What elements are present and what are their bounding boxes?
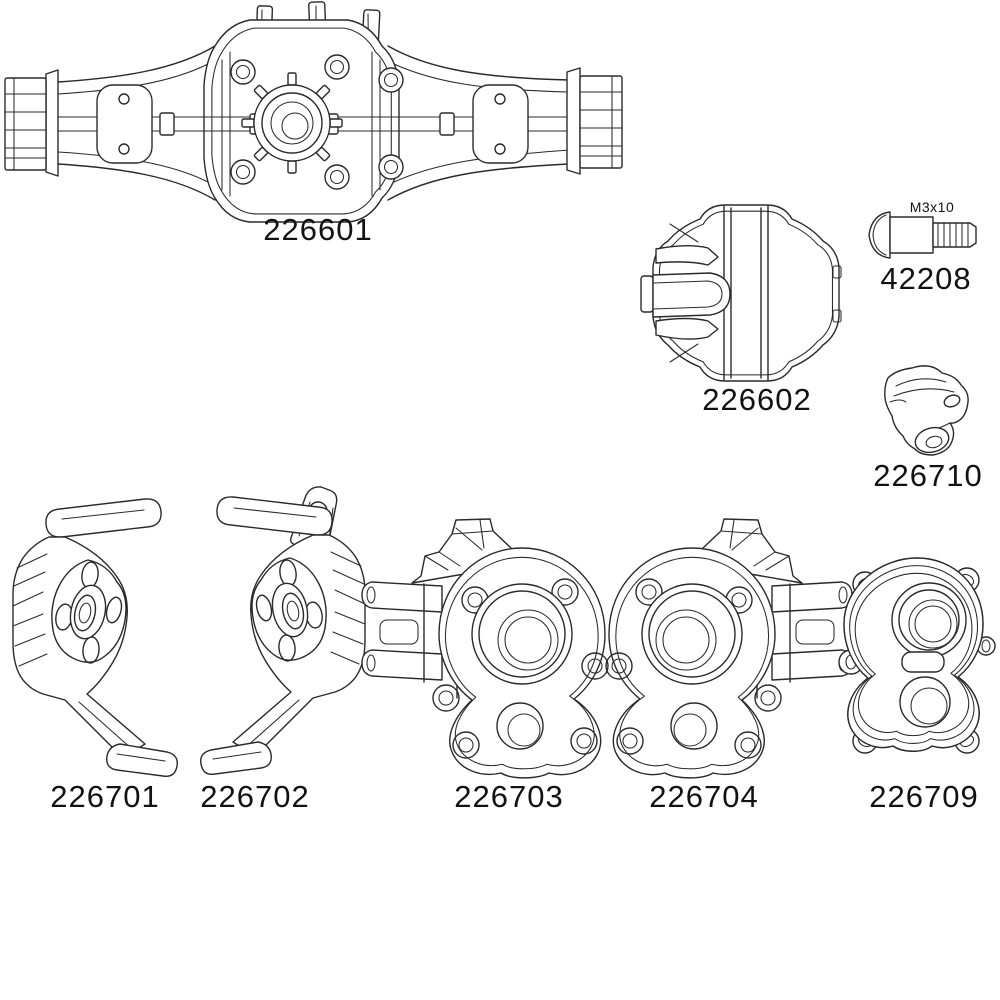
portal-knuckle-left-drawing [361, 518, 609, 779]
part-226710: 226710 [873, 356, 986, 501]
screw-size-label: M3x10 [909, 199, 955, 215]
part-226701: 226701 [5, 482, 183, 822]
part-42208: M3x10 42208 [862, 192, 990, 302]
axle-left-end [5, 70, 58, 176]
part-number-label: 226710 [873, 458, 983, 493]
part-number-label: 226602 [702, 382, 812, 417]
portal-knuckle-right-drawing [605, 518, 853, 779]
part-226704: 226704 [600, 498, 858, 822]
part-226702: 226702 [183, 478, 381, 822]
caster-block-left-drawing [12, 498, 178, 777]
part-226602: 226602 [640, 196, 852, 436]
part-226709: 226709 [832, 550, 998, 822]
button-head-screw-drawing [862, 206, 988, 262]
axle-link-plates [97, 85, 528, 163]
rear-axle-housing-drawing [0, 0, 630, 225]
axle-bolt-bosses [231, 55, 403, 189]
link-mount-bracket-drawing [876, 356, 984, 468]
part-226703: 226703 [361, 498, 628, 822]
caster-block-right-drawing [200, 478, 366, 775]
part-number-label: 42208 [880, 261, 972, 296]
axle-right-end [567, 68, 622, 174]
part-number-label: 226701 [50, 779, 160, 814]
part-number-label: 226601 [263, 212, 373, 247]
part-number-label: 226703 [454, 779, 564, 814]
part-number-label: 226702 [200, 779, 310, 814]
portal-gear-cover-drawing [832, 550, 998, 768]
part-226601: 226601 [0, 0, 630, 260]
part-number-label: 226709 [869, 779, 979, 814]
differential-cover-drawing [640, 196, 852, 391]
part-number-label: 226704 [649, 779, 759, 814]
axle-center-ring [242, 73, 342, 173]
